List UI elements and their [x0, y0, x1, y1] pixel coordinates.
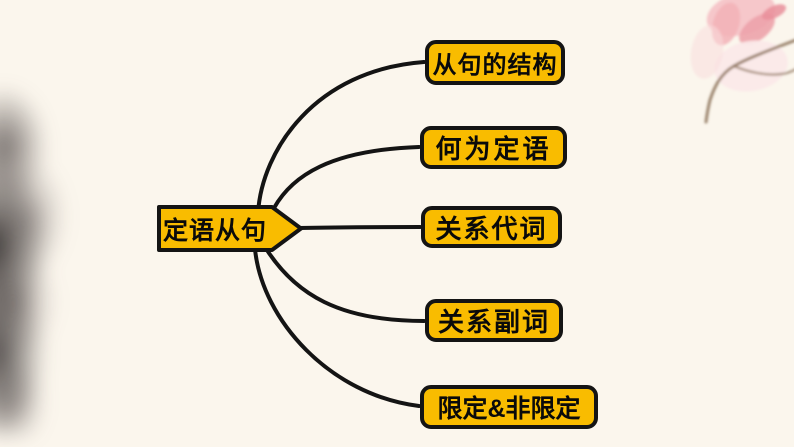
root-node-label: 定语从句 [162, 216, 267, 245]
branch-node-restrictive-nonrestrictive[interactable]: 限定&非限定 [420, 385, 598, 429]
connector-to-clause-structure [256, 60, 426, 215]
branch-node-relative-pronouns[interactable]: 关系代词 [421, 206, 562, 248]
connector-to-relative-adverbs [263, 245, 426, 323]
connector-to-relative-pronouns [297, 225, 422, 230]
branch-node-relative-adverbs[interactable]: 关系副词 [425, 299, 563, 342]
connector-to-restrictive [253, 247, 421, 408]
connector-to-what-is-attributive [272, 145, 421, 210]
root-node-shape[interactable] [157, 205, 303, 252]
branch-node-what-is-attributive[interactable]: 何为定语 [420, 126, 567, 169]
branch-node-clause-structure[interactable]: 从句的结构 [425, 40, 565, 85]
